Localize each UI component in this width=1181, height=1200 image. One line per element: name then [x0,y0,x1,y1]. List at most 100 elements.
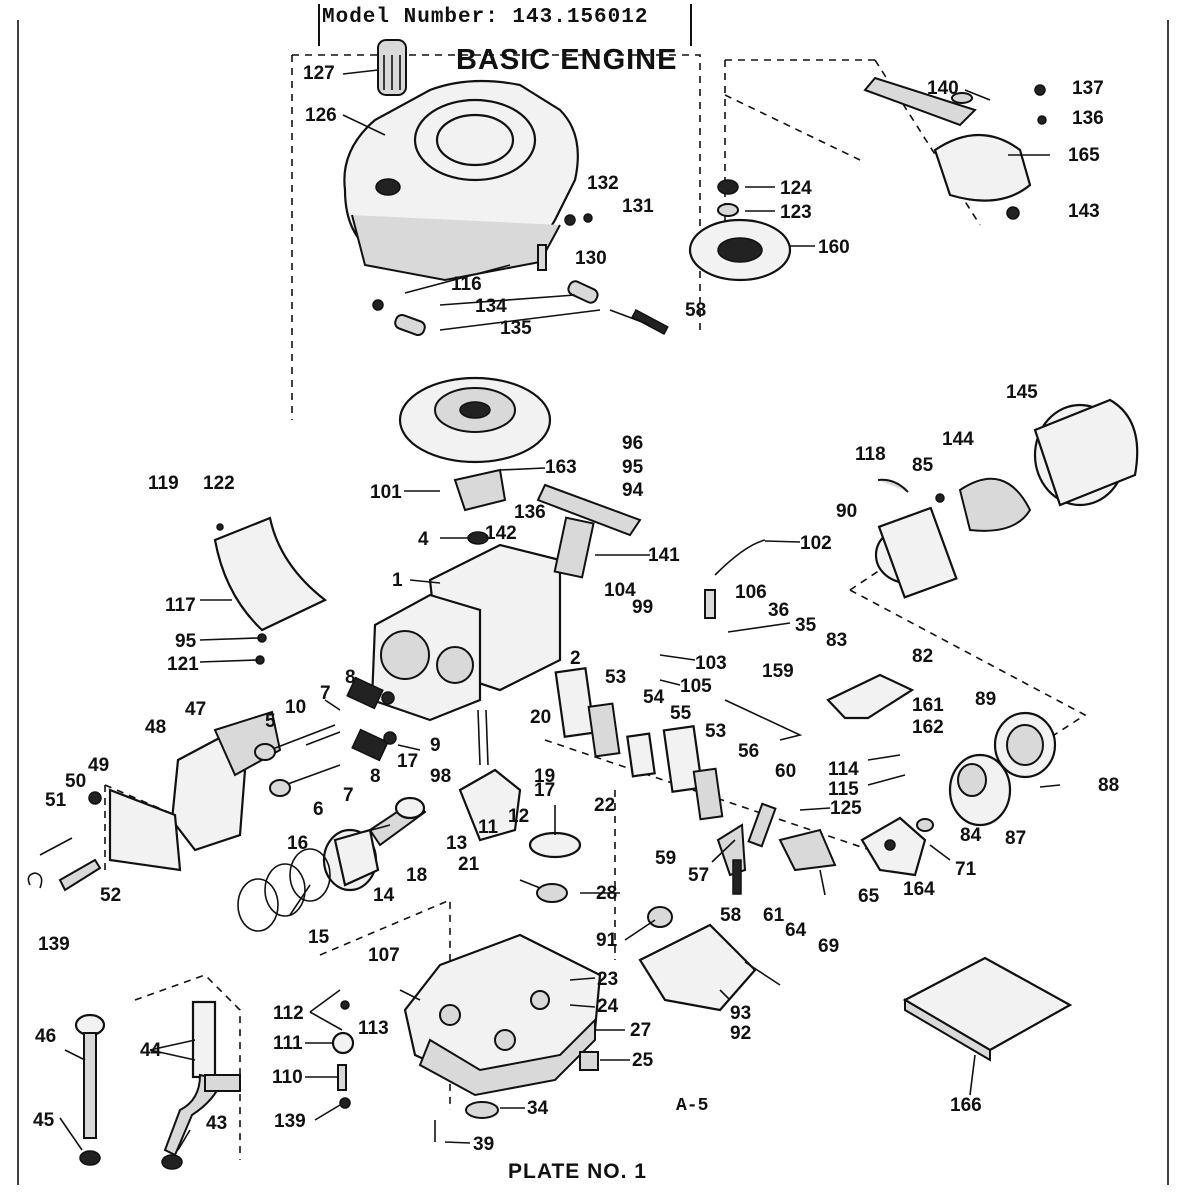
fasteners-49-52 [27,791,102,892]
gasket-84 [916,818,934,832]
cam-gear-22 [528,805,582,859]
callout-28: 28 [596,883,618,904]
oil-seal-111 [331,1031,355,1055]
callout-139-left: 139 [38,934,70,955]
callout-139: 139 [274,1111,306,1132]
callout-61: 61 [763,905,785,926]
callout-48: 48 [145,717,167,738]
callout-143: 143 [1068,201,1100,222]
callout-49: 49 [88,755,110,776]
callout-125: 125 [830,798,862,819]
callout-127: 127 [303,63,335,84]
callout-2: 2 [570,648,581,669]
callout-10: 10 [285,697,307,718]
valves-5-6 [254,724,341,797]
callout-57: 57 [688,865,710,886]
callout-135: 135 [500,318,532,339]
callout-69: 69 [818,936,840,957]
dipstick-46 [74,1013,106,1166]
callout-1: 1 [392,570,403,591]
callout-136-top: 136 [1072,108,1104,129]
control-bracket-82 [826,673,915,720]
callout-114: 114 [828,759,859,780]
callout-95-left: 95 [175,631,197,652]
callout-142: 142 [485,523,517,544]
callout-93: 93 [730,1003,752,1024]
cylinder-head-48 [108,710,282,872]
callout-103: 103 [695,653,727,674]
callout-161: 161 [912,695,944,716]
callout-53-b: 53 [705,721,727,742]
callout-159: 159 [762,661,794,682]
air-cleaner-assembly [874,398,1139,599]
cylinder-block-1 [370,516,595,722]
callout-64: 64 [785,920,807,941]
callout-111: 111 [273,1033,303,1054]
callout-17-a: 17 [397,751,419,772]
callout-23: 23 [597,969,619,990]
carburetor-164 [860,816,927,877]
callout-14: 14 [373,885,395,906]
callout-16: 16 [287,833,309,854]
callout-60: 60 [775,761,797,782]
callout-13: 13 [446,833,468,854]
piston-14 [322,828,380,892]
callout-140: 140 [927,78,959,99]
guide-intake [104,784,176,870]
callout-117: 117 [165,595,196,616]
callout-145: 145 [1006,382,1038,403]
callout-52: 52 [100,885,122,906]
rewind-starter-165 [863,76,1047,220]
governor-lever-106 [704,589,716,619]
callout-118: 118 [855,444,886,465]
callout-96: 96 [622,433,644,454]
callout-54: 54 [643,687,665,708]
crankshaft-98 [458,709,522,842]
callout-126: 126 [305,105,337,126]
callout-53-a: 53 [605,667,627,688]
callout-124: 124 [780,178,812,199]
callout-21: 21 [458,854,480,875]
callout-110: 110 [272,1067,303,1088]
breather-gasket-94 [536,483,642,537]
callout-94: 94 [622,480,644,501]
callout-131: 131 [622,196,654,217]
callout-132: 132 [587,173,619,194]
model-number: Model Number: 143.156012 [322,6,649,29]
diagram-title: BASIC ENGINE [456,44,678,76]
connecting-rod-17 [368,796,427,847]
callout-112: 112 [273,1003,304,1024]
callout-18: 18 [406,865,428,886]
washer-34 [465,1101,499,1119]
callout-105: 105 [680,676,712,697]
air-filter-element-89 [993,711,1057,779]
callout-163: 163 [545,457,577,478]
callout-164: 164 [903,879,935,900]
muffler-92 [638,906,781,1012]
callout-27: 27 [630,1020,652,1041]
oil-fill-cap-127 [377,39,407,96]
callout-7-b: 7 [343,785,354,806]
callout-162: 162 [912,717,944,738]
callout-51: 51 [45,790,67,811]
callout-46: 46 [35,1026,57,1047]
callout-25: 25 [632,1050,654,1071]
oil-sump-24 [403,933,602,1097]
pin-58 [732,859,742,895]
callout-116: 116 [451,274,482,295]
callout-122: 122 [203,473,235,494]
callout-121: 121 [167,654,199,675]
callout-85: 85 [912,455,934,476]
callout-34: 34 [527,1098,549,1119]
shield-117 [213,516,328,665]
guide-starter [724,59,981,250]
callout-58-top: 58 [685,300,707,321]
callout-134: 134 [475,296,507,317]
callout-55: 55 [670,703,692,724]
flywheel-fan [398,376,552,464]
callout-144: 144 [942,429,974,450]
ignition-module [453,468,507,545]
model-bracket-right [690,4,692,46]
callout-20: 20 [530,707,552,728]
